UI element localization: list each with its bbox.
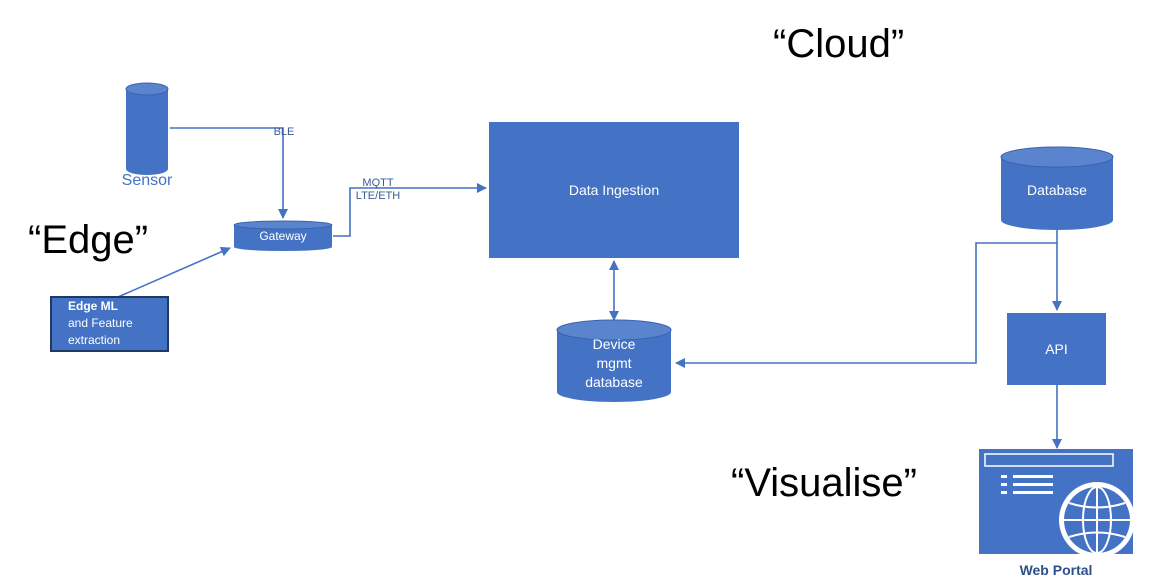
device-db-node	[556, 319, 672, 402]
zone-label-cloud: “Cloud”	[773, 22, 905, 66]
edge-sensor-gateway	[170, 127, 288, 219]
edge-gateway-ingestion	[333, 183, 487, 237]
edge-ml-label-bold: Edge ML	[68, 299, 118, 313]
edge-ml-label-line1: and Feature	[68, 316, 133, 330]
database-node	[1000, 146, 1114, 230]
edge-ml-label-line2: extraction	[68, 333, 121, 347]
device-db-label-line1: Device	[592, 336, 636, 352]
data-ingestion-label: Data Ingestion	[568, 182, 660, 198]
device-db-label-line3: database	[585, 374, 643, 390]
data-ingestion-node	[489, 122, 739, 258]
device-db-label-line2: mgmt	[596, 355, 632, 371]
edge-label-lte-eth: LTE/ETH	[355, 190, 401, 202]
web-portal-label: Web Portal	[1019, 562, 1093, 578]
connectors	[117, 127, 1062, 449]
edge-edgeml-gateway	[117, 247, 231, 298]
zone-label-edge: “Edge”	[28, 218, 149, 262]
edge-ml-label: Edge ML and Feature extraction	[68, 298, 133, 349]
edge-label-ble: BLE	[273, 126, 295, 138]
device-db-label: Device mgmt database	[557, 335, 671, 392]
sensor-label: Sensor	[121, 172, 173, 189]
edge-label-mqtt: MQTT	[362, 177, 394, 189]
gateway-label: Gateway	[259, 229, 307, 243]
edge-database-devicedb	[675, 229, 1058, 368]
gateway-node	[233, 220, 333, 251]
sensor-node	[125, 82, 169, 175]
zone-label-visualise: “Visualise”	[731, 461, 917, 505]
database-label: Database	[1027, 182, 1087, 198]
api-label: API	[1045, 341, 1068, 357]
web-portal-icon	[979, 449, 1135, 558]
edge-ml-node	[50, 296, 169, 352]
api-node	[1007, 313, 1106, 385]
